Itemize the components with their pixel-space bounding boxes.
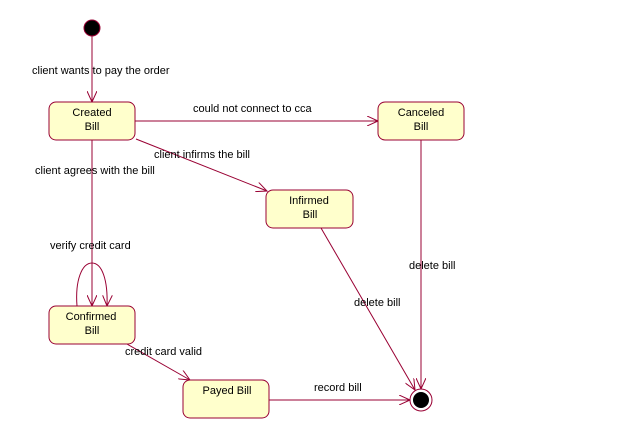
state-label: Bill — [303, 209, 318, 221]
transition-label: credit card valid — [125, 346, 202, 358]
state-label: Confirmed — [66, 311, 117, 323]
transition-label: client agrees with the bill — [35, 165, 155, 177]
state-label: Bill — [85, 325, 100, 337]
state-label: Bill — [85, 121, 100, 133]
transition-label: verify credit card — [50, 240, 131, 252]
initial-state[interactable] — [83, 19, 101, 37]
transition-created-to-infirmed[interactable] — [135, 138, 267, 191]
state-created-bill[interactable]: Created Bill — [48, 101, 136, 141]
final-state-core — [413, 392, 429, 408]
state-label: Payed Bill — [203, 385, 252, 397]
state-confirmed-bill[interactable]: Confirmed Bill — [48, 305, 136, 345]
state-label: Canceled — [398, 107, 444, 119]
transition-label: delete bill — [354, 297, 400, 309]
state-label: Created — [72, 107, 111, 119]
state-infirmed-bill[interactable]: Infirmed Bill — [265, 189, 354, 229]
state-label: Bill — [414, 121, 429, 133]
transition-label: client infirms the bill — [154, 149, 250, 161]
transition-label: client wants to pay the order — [32, 65, 170, 77]
transition-infirmed-to-end[interactable] — [320, 227, 415, 390]
transition-label: record bill — [314, 382, 362, 394]
transition-confirmed-self-loop[interactable] — [76, 262, 107, 306]
transition-label: could not connect to cca — [193, 103, 313, 115]
state-label: Infirmed — [289, 195, 329, 207]
transition-label: delete bill — [409, 260, 455, 272]
transition-confirmed-to-payed[interactable] — [126, 343, 190, 380]
state-canceled-bill[interactable]: Canceled Bill — [377, 101, 465, 141]
state-payed-bill[interactable]: Payed Bill — [182, 379, 270, 419]
